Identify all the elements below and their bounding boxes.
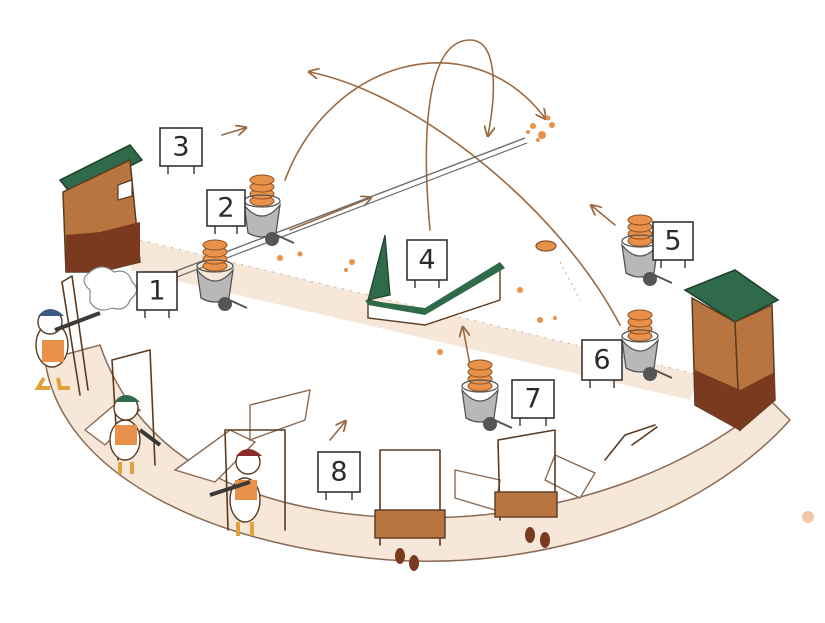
station-sign-6: 6: [581, 339, 623, 388]
clay-flight-paths: [221, 39, 621, 441]
shooting-stand-icon: [224, 429, 286, 531]
shooting-stand-icon: [494, 429, 558, 521]
clay-thrower-icon: [621, 214, 673, 286]
station-sign-7: 7: [511, 379, 555, 426]
shooter-duck-icon: [209, 449, 262, 536]
station-sign-4: 4: [406, 239, 448, 288]
footprints-icon: [395, 527, 550, 571]
station-number: 6: [593, 345, 610, 376]
clay-thrower-icon: [461, 359, 513, 431]
shooting-stands: [61, 275, 558, 546]
station-sign-2: 2: [206, 189, 246, 234]
clay-fragments: [277, 251, 814, 523]
station-4-stand: [365, 234, 505, 326]
station-number: 7: [524, 384, 541, 415]
station-sign-1: 1: [136, 271, 178, 318]
station-number: 3: [172, 132, 189, 163]
clay-thrower-icon: [196, 239, 248, 311]
shooting-stand-icon: [374, 449, 446, 546]
shooter-duck-icon: [34, 309, 101, 390]
shooter-duck-icon: [109, 395, 162, 474]
clay-target-burst-icon: [526, 115, 555, 142]
clay-thrower-icon: [243, 174, 295, 246]
station-number: 5: [664, 226, 681, 257]
station-sign-8: 8: [317, 451, 361, 500]
shooting-stand-icon: [61, 275, 89, 396]
station-number: 2: [217, 193, 234, 224]
station-number: 4: [418, 245, 435, 276]
station-number: 1: [148, 276, 165, 307]
clay-thrower-icon: [621, 309, 673, 381]
shooters: [34, 309, 262, 536]
clay-target-icon: [535, 240, 557, 252]
trap-house-low-icon: [683, 269, 780, 432]
station-sign-3: 3: [159, 127, 203, 174]
trap-house-high-icon: [58, 144, 144, 273]
station-number: 8: [330, 457, 347, 488]
station-sign-5: 5: [652, 221, 694, 268]
